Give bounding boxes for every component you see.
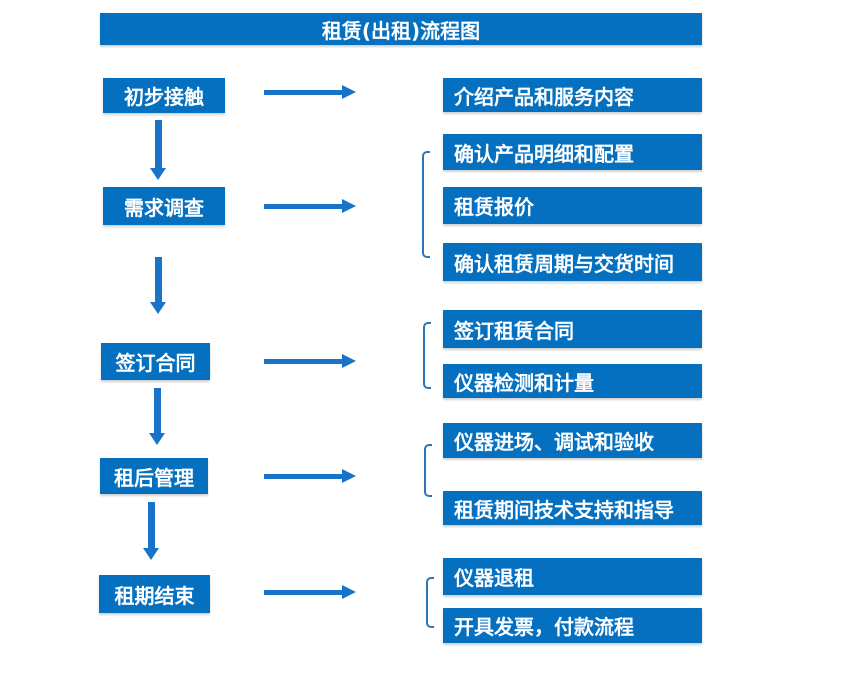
step-box-initial-contact: 初步接触 <box>103 78 225 113</box>
step-box-rental-end: 租期结束 <box>99 575 210 613</box>
arrow-right-icon <box>264 353 356 369</box>
detail-box-instrument-testing: 仪器检测和计量 <box>443 364 702 398</box>
detail-box-confirm-product-details: 确认产品明细和配置 <box>443 134 702 170</box>
step-box-sign-contract: 签订合同 <box>101 343 210 380</box>
arrow-right-icon <box>264 468 356 484</box>
detail-box-confirm-rental-period: 确认租赁周期与交货时间 <box>443 243 702 281</box>
detail-box-introduce-products: 介绍产品和服务内容 <box>443 78 702 112</box>
step-box-post-rental-management: 租后管理 <box>100 458 208 494</box>
arrow-right-icon <box>264 584 356 600</box>
arrow-down-icon <box>143 502 159 560</box>
group-bracket <box>426 577 434 628</box>
group-bracket <box>422 151 430 258</box>
arrow-down-icon <box>149 388 165 445</box>
arrow-down-icon <box>150 120 166 180</box>
arrow-right-icon <box>264 198 356 214</box>
detail-box-invoice-payment: 开具发票，付款流程 <box>443 608 702 643</box>
detail-box-instrument-return: 仪器退租 <box>443 558 702 595</box>
step-box-demand-survey: 需求调查 <box>103 187 225 225</box>
arrow-down-icon <box>150 257 166 314</box>
group-bracket <box>423 322 431 389</box>
detail-box-sign-rental-contract: 签订租赁合同 <box>443 310 702 348</box>
group-bracket <box>424 444 432 497</box>
detail-box-technical-support: 租赁期间技术支持和指导 <box>443 491 702 525</box>
arrow-right-icon <box>264 84 356 100</box>
page-title: 租赁(出租)流程图 <box>100 13 702 45</box>
detail-box-rental-quote: 租赁报价 <box>443 187 702 224</box>
detail-box-instrument-setup: 仪器进场、调试和验收 <box>443 423 702 458</box>
